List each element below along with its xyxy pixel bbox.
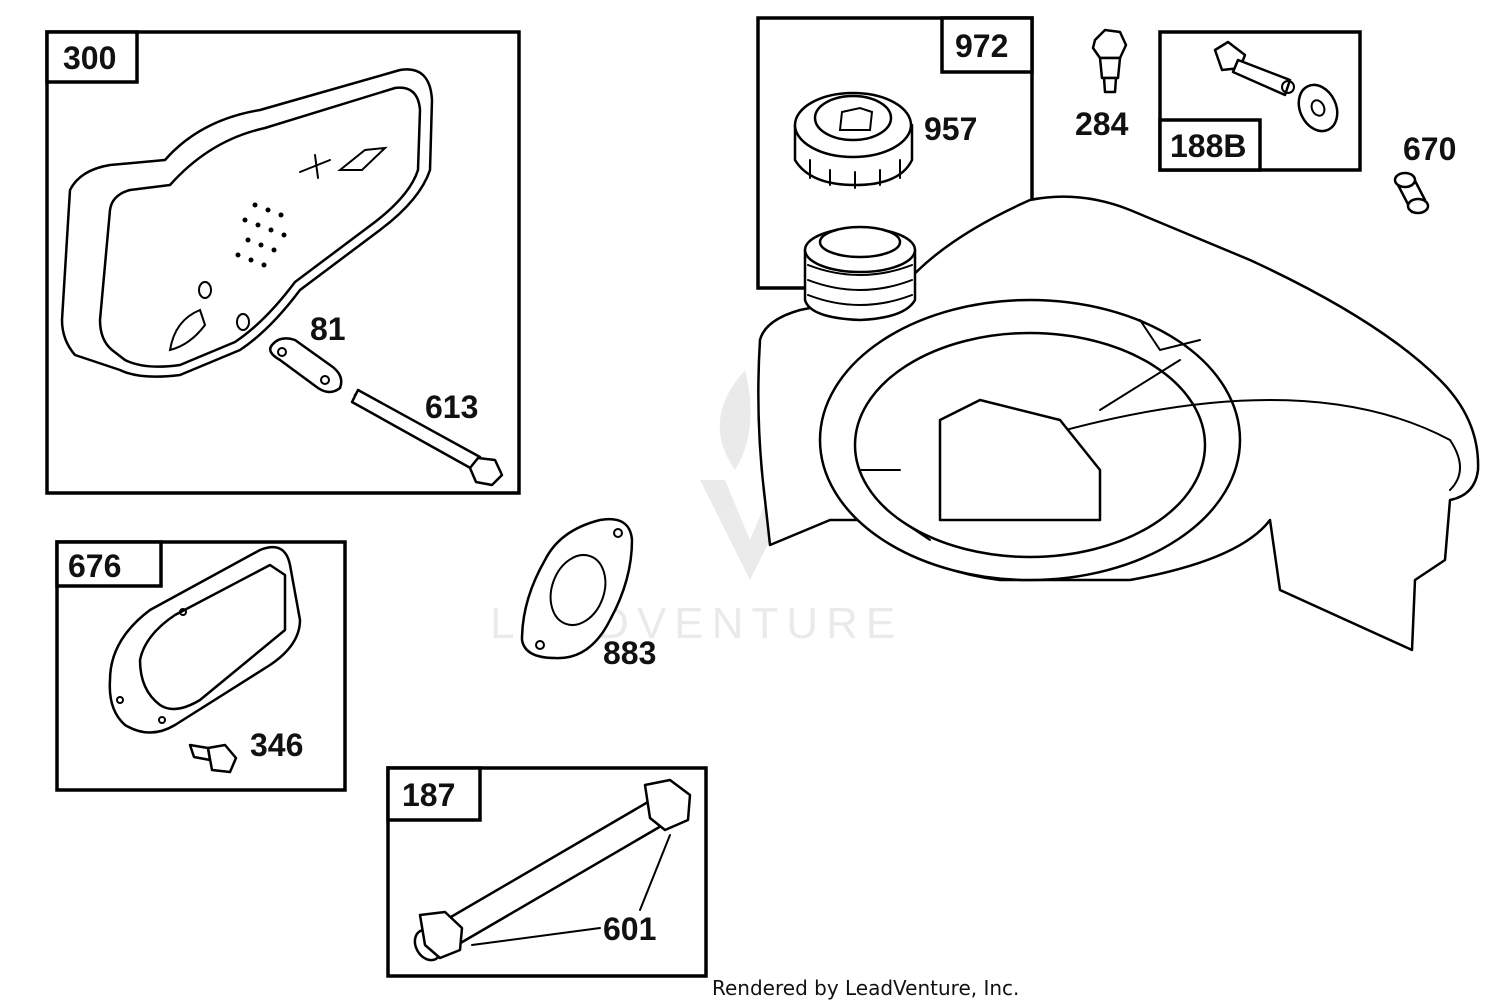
box-188b-tab [1158,118,1262,172]
part-613-bolt[interactable] [350,388,504,487]
part-670-bushing[interactable] [1393,171,1430,215]
label-883[interactable]: 883 [603,635,656,671]
leader-601a [471,927,601,946]
label-613[interactable]: 613 [425,389,478,425]
heat-shield[interactable] [108,545,302,734]
box-300-frame [45,30,521,495]
group-676: 676 346 [55,540,347,792]
box-676-tab [55,540,163,588]
label-601[interactable]: 601 [603,911,656,947]
box-972-tab [940,16,1034,74]
box-187-frame [386,766,708,978]
part-81-gasket[interactable] [269,337,343,394]
label-81[interactable]: 81 [310,311,346,347]
label-346[interactable]: 346 [250,727,303,763]
fuel-line-hose[interactable] [410,778,692,965]
group-188b: 188B [1158,30,1362,172]
part-346-screw[interactable] [188,743,238,774]
muffler-vent-holes [235,202,287,268]
label-676[interactable]: 676 [68,548,121,584]
part-188b-washer[interactable] [1292,79,1345,138]
label-187[interactable]: 187 [402,777,455,813]
box-187-tab [386,766,482,822]
fuel-cap[interactable] [793,91,914,189]
part-188b-bolt[interactable] [1213,40,1295,97]
label-670[interactable]: 670 [1403,131,1456,167]
fuel-tank-blower-housing[interactable] [757,195,1480,652]
part-284-stud[interactable] [1091,28,1128,94]
label-188b[interactable]: 188B [1170,128,1247,164]
box-300-tab [45,30,139,84]
group-300: 300 81 613 [45,30,521,495]
label-972[interactable]: 972 [955,28,1008,64]
muffler[interactable] [60,68,434,378]
group-187: 187 601 [386,766,708,978]
group-972: 972 957 [756,16,1034,290]
label-300[interactable]: 300 [63,40,116,76]
label-284[interactable]: 284 [1075,106,1129,142]
leader-601b [639,834,671,911]
box-676-frame [55,540,347,792]
label-957[interactable]: 957 [924,111,977,147]
filler-neck [803,225,917,322]
part-883-gasket[interactable] [520,517,634,660]
footer-credit: Rendered by LeadVenture, Inc. [712,976,1019,1000]
